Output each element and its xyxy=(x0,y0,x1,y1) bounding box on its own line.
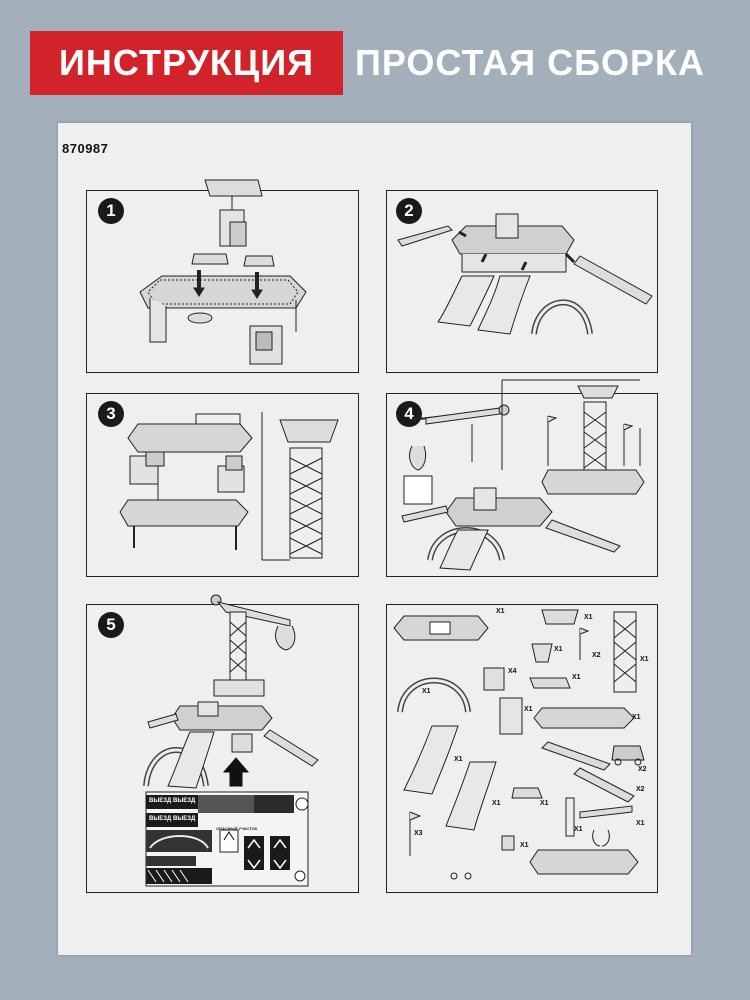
step-number-3: 3 xyxy=(98,401,124,427)
parts-list-illustration xyxy=(393,609,645,880)
part-qty: X1 xyxy=(636,820,645,827)
step-5-illustration xyxy=(143,594,319,887)
sticker-exit-label-2: ВЫЕЗД xyxy=(173,798,196,804)
part-qty: X1 xyxy=(640,656,649,663)
parts-list-panel xyxy=(386,604,658,893)
step-number-1: 1 xyxy=(98,198,124,224)
product-code: 870987 xyxy=(62,141,109,156)
part-qty: X1 xyxy=(454,756,463,763)
instruction-banner: ИНСТРУКЦИЯ xyxy=(30,31,343,95)
part-qty: X1 xyxy=(496,608,505,615)
step-2-illustration xyxy=(397,213,653,335)
part-qty: X1 xyxy=(492,800,501,807)
step-number-2: 2 xyxy=(396,198,422,224)
sticker-exit-label-1: ВЫЕЗД xyxy=(149,798,172,804)
part-qty: X1 xyxy=(540,800,549,807)
part-qty: X1 xyxy=(574,826,583,833)
part-qty: X1 xyxy=(632,714,641,721)
step-number-4: 4 xyxy=(396,401,422,427)
part-qty: X1 xyxy=(554,646,563,653)
sticker-caption: ОПАСНЫЙ УЧАСТОК xyxy=(216,826,258,831)
step-3-panel xyxy=(86,393,359,577)
part-qty: X1 xyxy=(584,614,593,621)
banner-label: ИНСТРУКЦИЯ xyxy=(59,42,314,83)
step-1-illustration xyxy=(139,179,307,365)
step-2-panel xyxy=(386,190,658,373)
part-qty: X2 xyxy=(592,652,601,659)
part-qty: X3 xyxy=(414,830,423,837)
sticker-exit-label-3: ВЫЕЗД xyxy=(149,816,172,822)
part-qty: X1 xyxy=(572,674,581,681)
part-qty: X1 xyxy=(422,688,431,695)
step-4-panel xyxy=(386,393,658,577)
part-qty: X1 xyxy=(524,706,533,713)
part-qty: X2 xyxy=(636,786,645,793)
step-4-illustration xyxy=(401,379,645,571)
part-qty: X4 xyxy=(508,668,517,675)
part-qty: X2 xyxy=(638,766,647,773)
sticker-exit-label-4: ВЫЕЗД xyxy=(173,816,196,822)
page-subtitle: ПРОСТАЯ СБОРКА xyxy=(355,42,705,83)
part-qty: X1 xyxy=(520,842,529,849)
step-3-illustration xyxy=(119,412,339,561)
step-number-5: 5 xyxy=(98,612,124,638)
